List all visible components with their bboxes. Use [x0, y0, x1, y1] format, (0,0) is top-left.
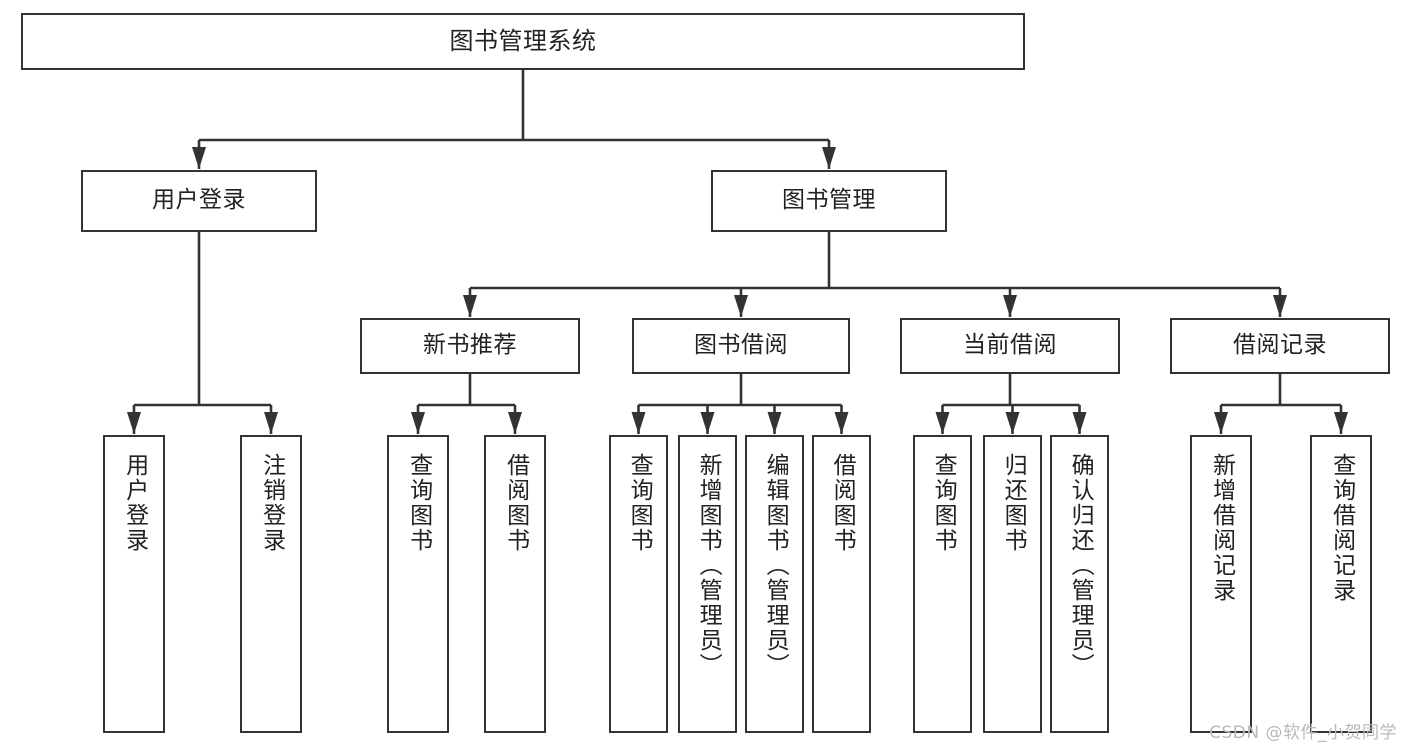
node-leaf-borrow-book-2[interactable]: 借阅图书 — [812, 435, 871, 733]
arrowhead-icon — [767, 412, 782, 434]
node-label: 查询图书 — [405, 453, 432, 553]
arrowhead-icon — [1273, 295, 1287, 317]
arrowhead-icon — [935, 412, 950, 434]
node-label: 归还图书 — [1000, 453, 1027, 553]
arrowhead-icon — [463, 295, 477, 317]
arrowhead-icon — [822, 147, 836, 169]
node-leaf-borrow-book-1[interactable]: 借阅图书 — [484, 435, 546, 733]
node-label: 查询图书 — [626, 453, 653, 553]
arrowhead-icon — [631, 412, 646, 434]
arrowhead-icon — [411, 412, 425, 434]
node-leaf-query-book-3[interactable]: 查询图书 — [913, 435, 972, 733]
arrowhead-icon — [192, 147, 206, 169]
node-label: 用户登录 — [152, 187, 246, 214]
node-label: 图书管理 — [782, 187, 876, 214]
node-label: 图书借阅 — [694, 332, 788, 359]
arrowhead-icon — [1334, 412, 1348, 434]
node-leaf-confirm-return[interactable]: 确认归还（管理员） — [1050, 435, 1109, 733]
node-leaf-return-book[interactable]: 归还图书 — [983, 435, 1042, 733]
arrowhead-icon — [1005, 412, 1020, 434]
node-user-login[interactable]: 用户登录 — [81, 170, 317, 232]
node-root[interactable]: 图书管理系统 — [21, 13, 1025, 70]
node-leaf-edit-book[interactable]: 编辑图书（管理员） — [745, 435, 804, 733]
node-leaf-query-book-1[interactable]: 查询图书 — [387, 435, 449, 733]
node-leaf-add-record[interactable]: 新增借阅记录 — [1190, 435, 1252, 733]
watermark: CSDN @软件_小贺同学 — [1209, 723, 1397, 743]
arrowhead-icon — [1072, 412, 1087, 434]
node-current-borrow[interactable]: 当前借阅 — [900, 318, 1120, 374]
node-label: 新增借阅记录 — [1208, 453, 1235, 603]
arrowhead-icon — [1003, 295, 1017, 317]
arrowhead-icon — [508, 412, 522, 434]
node-label: 确认归还（管理员） — [1067, 453, 1094, 678]
node-label: 当前借阅 — [963, 332, 1057, 359]
node-label: 新增图书（管理员） — [695, 453, 722, 678]
node-label: 编辑图书（管理员） — [762, 453, 789, 678]
node-label: 图书管理系统 — [449, 27, 597, 56]
node-leaf-user-logout[interactable]: 注销登录 — [240, 435, 302, 733]
arrowhead-icon — [734, 295, 748, 317]
arrowhead-icon — [834, 412, 849, 434]
node-label: 查询图书 — [930, 453, 957, 553]
node-leaf-add-book[interactable]: 新增图书（管理员） — [678, 435, 737, 733]
node-label: 借阅图书 — [502, 453, 529, 553]
node-label: 查询借阅记录 — [1328, 453, 1355, 603]
node-leaf-user-login[interactable]: 用户登录 — [103, 435, 165, 733]
node-leaf-query-record[interactable]: 查询借阅记录 — [1310, 435, 1372, 733]
node-leaf-query-book-2[interactable]: 查询图书 — [609, 435, 668, 733]
arrowhead-icon — [700, 412, 715, 434]
node-label: 借阅记录 — [1233, 332, 1327, 359]
node-label: 注销登录 — [258, 453, 285, 553]
arrowhead-icon — [264, 412, 278, 434]
arrowhead-icon — [127, 412, 141, 434]
node-book-borrow[interactable]: 图书借阅 — [632, 318, 850, 374]
node-label: 借阅图书 — [829, 453, 856, 553]
node-label: 新书推荐 — [423, 332, 517, 359]
node-new-book-rec[interactable]: 新书推荐 — [360, 318, 580, 374]
node-book-manage[interactable]: 图书管理 — [711, 170, 947, 232]
arrowhead-icon — [1214, 412, 1228, 434]
node-borrow-record[interactable]: 借阅记录 — [1170, 318, 1390, 374]
node-label: 用户登录 — [121, 453, 148, 553]
